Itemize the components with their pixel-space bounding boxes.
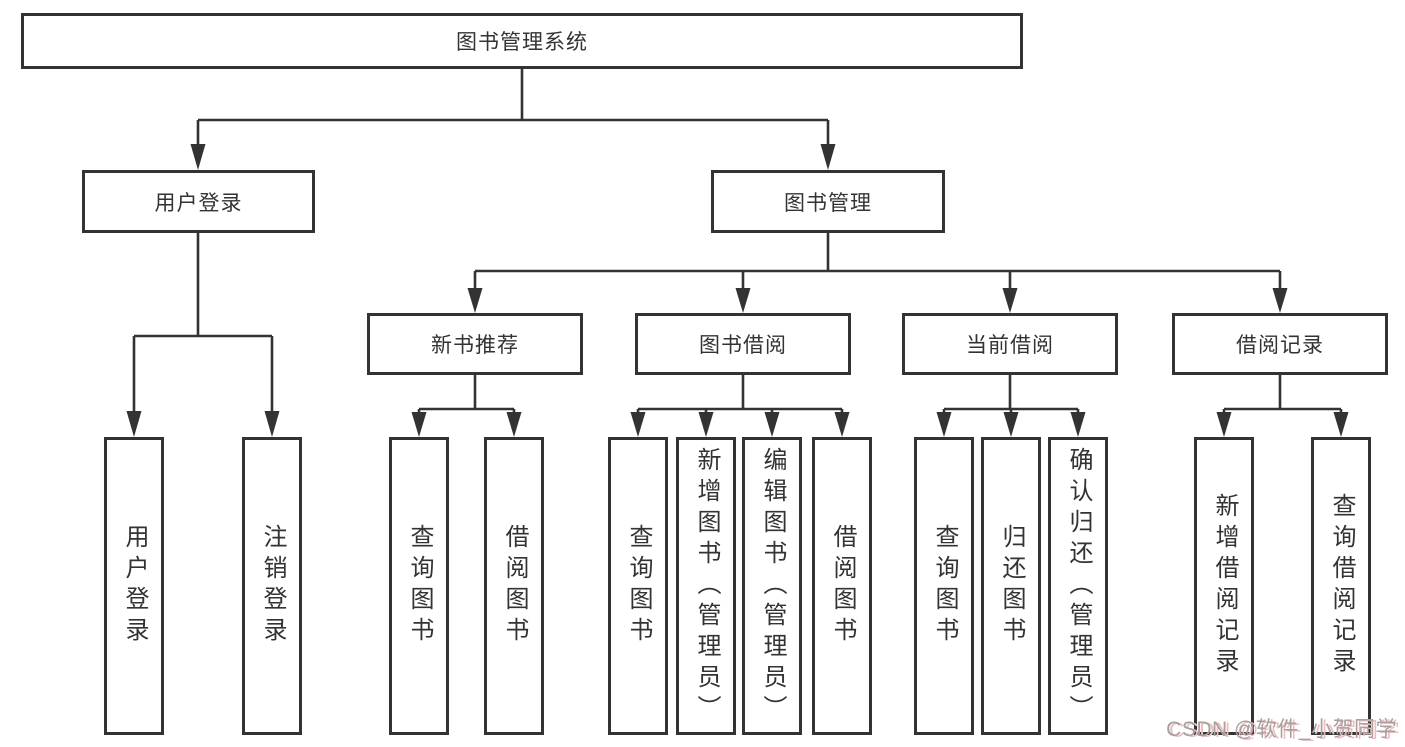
- leaf-confirm-return-admin-label: 确认归还（管理员）: [1065, 446, 1092, 726]
- node-book-management: 图书管理: [711, 170, 945, 233]
- leaf-query-books-current-label: 查询图书: [931, 524, 958, 648]
- node-borrow-records: 借阅记录: [1172, 313, 1388, 375]
- leaf-logout-label: 注销登录: [259, 524, 286, 648]
- leaf-add-borrow-record-label: 新增借阅记录: [1211, 493, 1238, 679]
- leaf-query-books-borrow: 查询图书: [608, 437, 668, 735]
- csdn-watermark: CSDN @软件_小贺同学: [1166, 718, 1397, 741]
- leaf-borrow-books-recommend-label: 借阅图书: [501, 524, 528, 648]
- leaf-add-borrow-record: 新增借阅记录: [1194, 437, 1254, 735]
- leaf-borrow-books-label: 借阅图书: [829, 524, 856, 648]
- node-current-borrow: 当前借阅: [902, 313, 1118, 375]
- leaf-return-book: 归还图书: [981, 437, 1041, 735]
- leaf-query-books-borrow-label: 查询图书: [625, 524, 652, 648]
- node-library-management-system-label: 图书管理系统: [456, 31, 588, 54]
- leaf-user-login: 用户登录: [104, 437, 164, 735]
- node-book-borrow-label: 图书借阅: [699, 334, 787, 357]
- leaf-borrow-books-recommend: 借阅图书: [484, 437, 544, 735]
- node-current-borrow-label: 当前借阅: [966, 334, 1054, 357]
- leaf-return-book-label: 归还图书: [998, 524, 1025, 648]
- leaf-logout: 注销登录: [242, 437, 302, 735]
- node-user-login: 用户登录: [82, 170, 315, 233]
- node-user-login-label: 用户登录: [154, 191, 243, 215]
- leaf-query-books-recommend-label: 查询图书: [406, 524, 433, 648]
- node-book-borrow: 图书借阅: [635, 313, 851, 375]
- leaf-user-login-label: 用户登录: [121, 524, 148, 648]
- node-book-management-label: 图书管理: [784, 191, 872, 215]
- node-new-book-recommend: 新书推荐: [367, 313, 583, 375]
- leaf-confirm-return-admin: 确认归还（管理员）: [1048, 437, 1108, 735]
- leaf-edit-book-admin-label: 编辑图书（管理员）: [759, 446, 786, 726]
- node-new-book-recommend-label: 新书推荐: [431, 334, 519, 357]
- leaf-edit-book-admin: 编辑图书（管理员）: [742, 437, 802, 735]
- leaf-add-book-admin: 新增图书（管理员）: [676, 437, 736, 735]
- node-library-management-system: 图书管理系统: [21, 13, 1023, 69]
- leaf-query-borrow-record-label: 查询借阅记录: [1328, 493, 1355, 679]
- node-borrow-records-label: 借阅记录: [1236, 334, 1324, 357]
- leaf-borrow-books: 借阅图书: [812, 437, 872, 735]
- leaf-query-books-current: 查询图书: [914, 437, 974, 735]
- leaf-query-books-recommend: 查询图书: [389, 437, 449, 735]
- leaf-query-borrow-record: 查询借阅记录: [1311, 437, 1371, 735]
- leaf-add-book-admin-label: 新增图书（管理员）: [693, 446, 720, 726]
